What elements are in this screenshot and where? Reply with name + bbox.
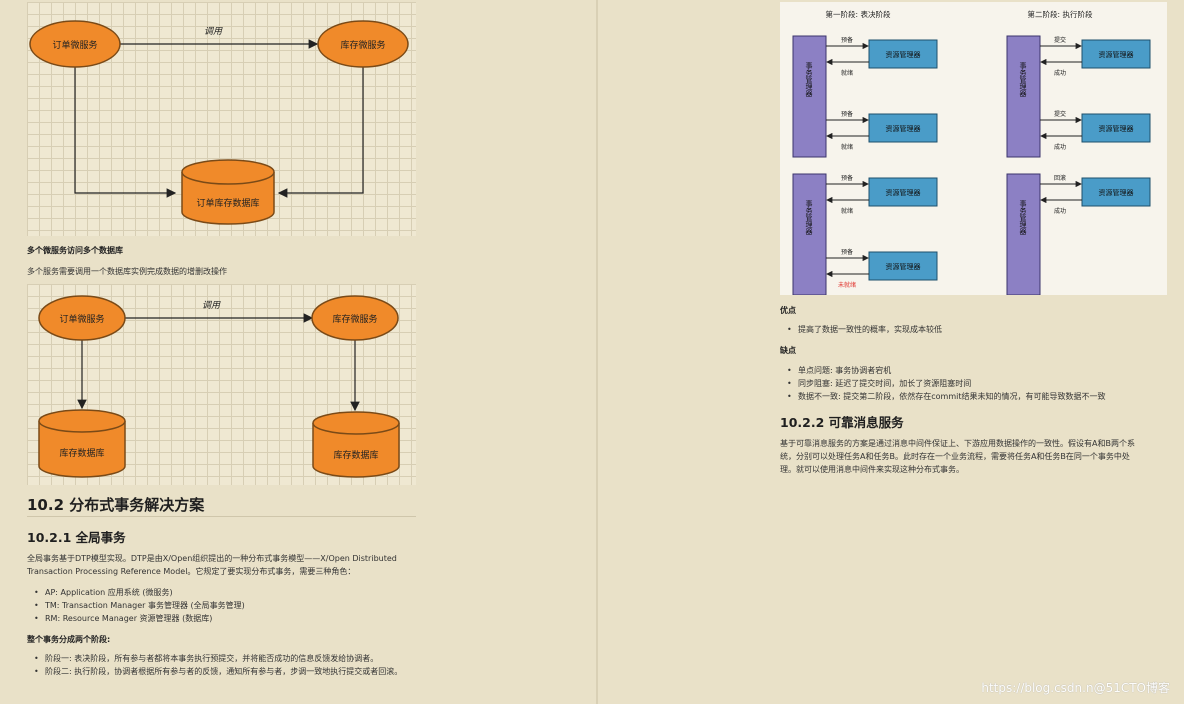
- heading-10-2-rule: [27, 516, 416, 517]
- phase-two: 阶段二: 执行阶段，协调者根据所有参与者的反馈，通知所有参与者，步调一致地执行提…: [27, 665, 423, 678]
- cons-item-inconsistency: 数据不一致: 提交第二阶段，依然存在commit结果未知的情况，有可能导致数据不…: [780, 390, 1175, 403]
- role-rm: RM: Resource Manager 资源管理器 (数据库): [27, 612, 427, 625]
- commit-label: 提交: [1054, 110, 1066, 118]
- reliable-msg-line-3: 理。就可以使用消息中间件来实现这种分布式事务。: [780, 465, 964, 474]
- rm-label: 资源管理器: [886, 50, 921, 59]
- ready-label: 就绪: [841, 69, 853, 77]
- order-db-node: [38, 409, 126, 478]
- rm-box: [868, 177, 938, 207]
- heading-10-2-1: 10.2.1 全局事务: [27, 530, 126, 545]
- global-tx-line-1: 全局事务基于DTP模型实现。DTP是由X/Open组织提出的一种分布式事务模型—…: [27, 554, 397, 563]
- page-gutter: [596, 0, 598, 704]
- cons-item-single-point: 单点问题: 事务协调者宕机: [780, 364, 1175, 377]
- prepare-label: 预备: [841, 248, 853, 256]
- role-tm: TM: Transaction Manager 事务管理器 (全局事务管理): [27, 599, 427, 612]
- order-inventory-db-node: [181, 159, 275, 225]
- quadrant-phase1-failure: 事务管理器 资源管理器 资源管理器 预备 就绪 预备 未就绪: [792, 173, 938, 296]
- heading-10-2-2: 10.2.2 可靠消息服务: [780, 415, 904, 430]
- order-service-node: [29, 20, 121, 68]
- db-label: 订单库存数据库: [196, 197, 259, 209]
- phases-list: 阶段一: 表决阶段，所有参与者都将本事务执行预提交，并将能否成功的信息反馈发给协…: [27, 652, 423, 678]
- quadrant-phase2-commit: 事务管理器 资源管理器 资源管理器 提交 成功 提交 成功: [1006, 35, 1151, 158]
- multi-db-description: 多个服务需要调用一个数据库实例完成数据的增删改操作: [27, 267, 227, 276]
- rm-label: 资源管理器: [886, 262, 921, 271]
- quadrant-phase1-success: 事务管理器 资源管理器 资源管理器 预备 就绪 预备 就绪: [792, 35, 938, 158]
- call-label-2: 调用: [202, 300, 221, 311]
- prepare-label: 预备: [841, 174, 853, 182]
- commit-label: 提交: [1054, 36, 1066, 44]
- rm-label: 资源管理器: [1099, 188, 1134, 197]
- reliable-msg-line-1: 基于可靠消息服务的方案是通过消息中间件保证上、下游应用数据操作的一致性。假设有A…: [780, 439, 1135, 448]
- diagram-multi-db-svg: 订单微服务 库存微服务 调用 库存数据库 库存数据库: [38, 295, 400, 478]
- diagram-multi-db: 订单微服务 库存微服务 调用 库存数据库 库存数据库: [27, 284, 416, 485]
- order-service-label-2: 订单微服务: [59, 313, 104, 325]
- cons-title: 缺点: [780, 346, 796, 355]
- rm-box: [1081, 39, 1151, 69]
- success-label: 成功: [1054, 143, 1066, 151]
- ready-label: 就绪: [841, 207, 853, 215]
- rm-box: [868, 251, 938, 281]
- tm-box: [792, 173, 827, 296]
- prepare-label: 预备: [841, 36, 853, 44]
- rm-box: [1081, 177, 1151, 207]
- diagram-single-db: 订单微服务 库存微服务 调用 订单库存数据库: [27, 2, 416, 236]
- pros-title: 优点: [780, 306, 796, 315]
- rm-label: 资源管理器: [1099, 50, 1134, 59]
- pros-list: 提高了数据一致性的概率，实现成本较低: [780, 323, 1170, 336]
- global-tx-line-2: Transaction Processing Reference Model。它…: [27, 567, 356, 576]
- diagram-single-db-svg: 订单微服务 库存微服务 调用 订单库存数据库: [29, 20, 409, 225]
- not-ready-label: 未就绪: [838, 281, 856, 289]
- tm-box: [1006, 35, 1041, 158]
- inventory-service-node-2: [311, 295, 399, 341]
- left-page: 订单微服务 库存微服务 调用 订单库存数据库 多个微服务访问多个数据库 多个服务…: [0, 0, 596, 704]
- multi-db-title: 多个微服务访问多个数据库: [27, 246, 123, 255]
- roles-list: AP: Application 应用系统 (微服务) TM: Transacti…: [27, 586, 427, 625]
- tm-label: 事务管理器: [805, 199, 813, 236]
- tm-label: 事务管理器: [805, 61, 813, 98]
- tm-label: 事务管理器: [1019, 61, 1027, 98]
- inventory-db-node: [312, 411, 400, 478]
- inventory-service-node: [317, 20, 409, 68]
- call-label: 调用: [204, 26, 223, 37]
- tm-label: 事务管理器: [1019, 199, 1027, 236]
- order-service-node-2: [38, 295, 126, 341]
- prepare-label: 预备: [841, 110, 853, 118]
- pros-item: 提高了数据一致性的概率，实现成本较低: [780, 323, 1170, 336]
- global-tx-paragraph: 全局事务基于DTP模型实现。DTP是由X/Open组织提出的一种分布式事务模型—…: [27, 552, 427, 578]
- phases-title: 整个事务分成两个阶段:: [27, 635, 111, 644]
- rm-box: [868, 39, 938, 69]
- cons-item-sync-blocking: 同步阻塞: 延迟了提交时间，加长了资源阻塞时间: [780, 377, 1175, 390]
- tm-box: [1006, 173, 1041, 296]
- role-ap: AP: Application 应用系统 (微服务): [27, 586, 427, 599]
- order-service-label: 订单微服务: [52, 39, 97, 51]
- two-phase-commit-svg: 第一阶段: 表决阶段 第二阶段: 执行阶段 事务管理器 资源管理器 资源管理器 …: [792, 9, 1151, 296]
- rm-label: 资源管理器: [886, 188, 921, 197]
- cons-list: 单点问题: 事务协调者宕机 同步阻塞: 延迟了提交时间，加长了资源阻塞时间 数据…: [780, 364, 1175, 403]
- two-phase-commit-diagram: 第一阶段: 表决阶段 第二阶段: 执行阶段 事务管理器 资源管理器 资源管理器 …: [780, 2, 1167, 296]
- phase2-title: 第二阶段: 执行阶段: [1028, 9, 1093, 19]
- watermark: https://blog.csdn.n@51CTO博客: [981, 681, 1170, 695]
- heading-10-2: 10.2 分布式事务解决方案: [27, 496, 205, 514]
- success-label: 成功: [1054, 69, 1066, 77]
- phase1-title: 第一阶段: 表决阶段: [826, 9, 891, 19]
- tm-box: [792, 35, 827, 158]
- reliable-msg-paragraph: 基于可靠消息服务的方案是通过消息中间件保证上、下游应用数据操作的一致性。假设有A…: [780, 437, 1175, 476]
- inventory-db-label: 库存数据库: [333, 449, 378, 461]
- success-label: 成功: [1054, 207, 1066, 215]
- rollback-label: 回滚: [1054, 174, 1066, 182]
- rm-box: [868, 113, 938, 143]
- rm-label: 资源管理器: [1099, 124, 1134, 133]
- inventory-service-label-2: 库存微服务: [332, 313, 377, 325]
- quadrant-phase2-rollback: 事务管理器 资源管理器 回滚 成功: [1006, 173, 1151, 296]
- rm-box: [1081, 113, 1151, 143]
- rm-label: 资源管理器: [886, 124, 921, 133]
- reliable-msg-line-2: 统，分别可以处理任务A和任务B。此时存在一个业务流程，需要将任务A和任务B在同一…: [780, 452, 1130, 461]
- right-page: 第一阶段: 表决阶段 第二阶段: 执行阶段 事务管理器 资源管理器 资源管理器 …: [598, 0, 1184, 704]
- phase-one: 阶段一: 表决阶段，所有参与者都将本事务执行预提交，并将能否成功的信息反馈发给协…: [27, 652, 423, 665]
- inventory-service-label: 库存微服务: [340, 39, 385, 51]
- ready-label: 就绪: [841, 143, 853, 151]
- order-db-label: 库存数据库: [59, 447, 104, 459]
